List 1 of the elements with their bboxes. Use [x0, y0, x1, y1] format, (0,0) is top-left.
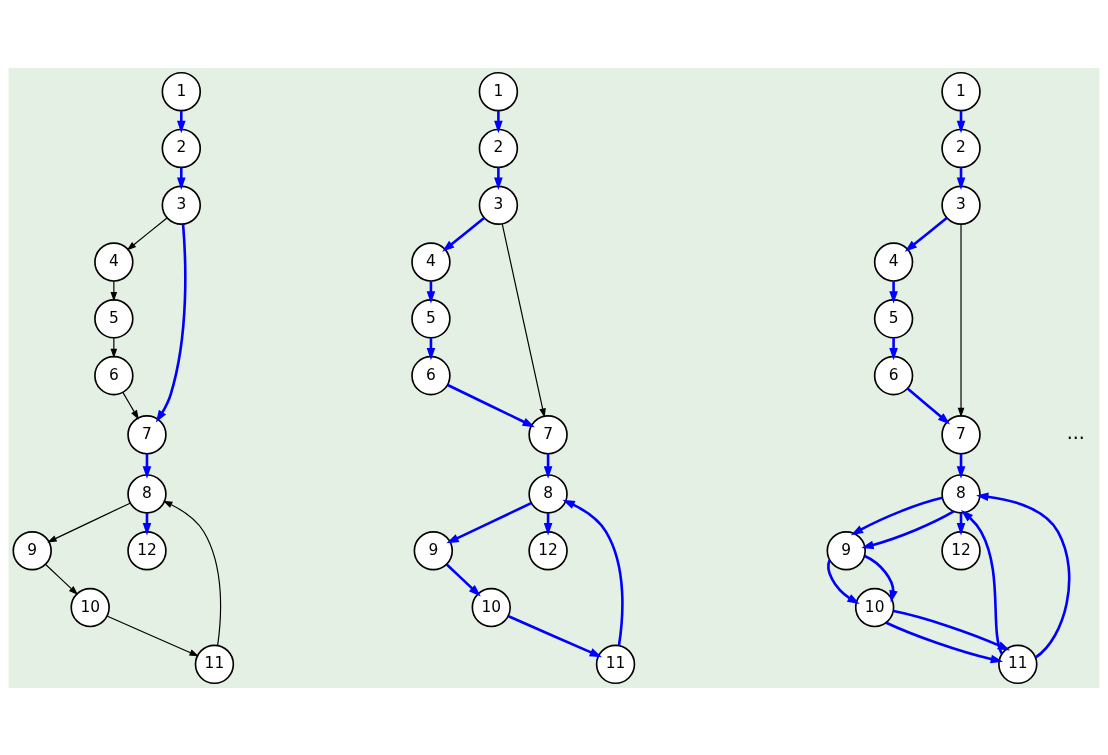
label: ...	[1066, 420, 1085, 443]
